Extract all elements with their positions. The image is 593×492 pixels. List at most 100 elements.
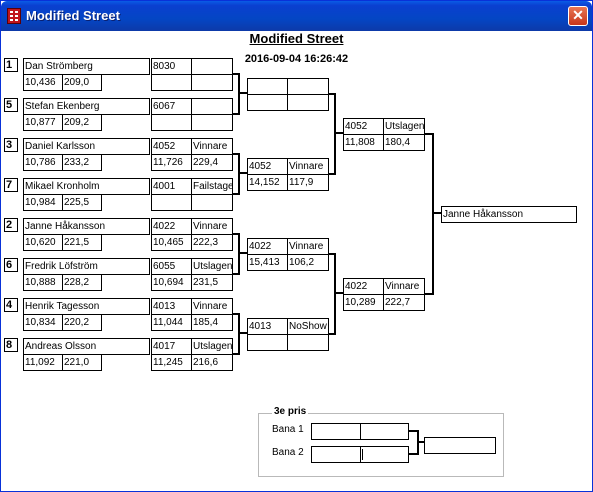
driver-reaction[interactable]: 10,834 <box>23 314 63 331</box>
elapsed-time[interactable] <box>247 94 288 111</box>
driver-speed[interactable]: 225,5 <box>62 194 102 211</box>
race-result[interactable] <box>191 98 233 115</box>
car-number[interactable]: 8030 <box>151 58 192 75</box>
top-speed[interactable]: 222,7 <box>383 294 425 311</box>
elapsed-time[interactable] <box>151 194 192 211</box>
bracket-line <box>329 333 336 335</box>
bracket-line <box>233 233 240 235</box>
top-speed[interactable] <box>287 94 329 111</box>
lane1-result-field[interactable] <box>360 423 409 440</box>
elapsed-time[interactable]: 10,694 <box>151 274 192 291</box>
race-result[interactable]: Utslagen <box>191 338 233 355</box>
title-bar[interactable]: Modified Street ✕ <box>1 1 592 31</box>
top-speed[interactable]: 222,3 <box>191 234 233 251</box>
driver-speed[interactable]: 228,2 <box>62 274 102 291</box>
close-button[interactable]: ✕ <box>568 6 588 26</box>
elapsed-time[interactable]: 14,152 <box>247 174 288 191</box>
car-number[interactable]: 4052 <box>151 138 192 155</box>
top-speed[interactable]: 231,5 <box>191 274 233 291</box>
seed-number: 5 <box>4 98 18 112</box>
car-number[interactable]: 4013 <box>247 318 288 335</box>
driver-reaction[interactable]: 11,092 <box>23 354 63 371</box>
elapsed-time[interactable]: 10,465 <box>151 234 192 251</box>
driver-name[interactable]: Daniel Karlsson <box>23 138 150 155</box>
top-speed[interactable] <box>287 334 329 351</box>
driver-speed[interactable]: 209,0 <box>62 74 102 91</box>
car-number[interactable]: 6055 <box>151 258 192 275</box>
car-number[interactable]: 4022 <box>247 238 288 255</box>
race-result[interactable]: Utslagen <box>191 258 233 275</box>
driver-reaction[interactable]: 10,877 <box>23 114 63 131</box>
elapsed-time[interactable]: 11,808 <box>343 134 384 151</box>
top-speed[interactable]: 216,6 <box>191 354 233 371</box>
lane2-car-field[interactable] <box>311 446 361 463</box>
car-number[interactable]: 4001 <box>151 178 192 195</box>
elapsed-time[interactable] <box>151 114 192 131</box>
driver-reaction[interactable]: 10,786 <box>23 154 63 171</box>
race-result[interactable]: Vinnare <box>383 278 425 295</box>
driver-speed[interactable]: 233,2 <box>62 154 102 171</box>
driver-reaction[interactable]: 10,436 <box>23 74 63 91</box>
bracket-line <box>409 430 419 432</box>
winner-name[interactable]: Janne Håkansson <box>441 206 577 223</box>
race-result[interactable]: Vinnare <box>191 218 233 235</box>
event-date: 2016-09-04 16:26:42 <box>244 53 349 65</box>
elapsed-time[interactable] <box>247 334 288 351</box>
bracket-line <box>233 153 240 155</box>
driver-reaction[interactable]: 10,888 <box>23 274 63 291</box>
car-number[interactable]: 4022 <box>151 218 192 235</box>
driver-name[interactable]: Andreas Olsson <box>23 338 150 355</box>
driver-name[interactable]: Henrik Tagesson <box>23 298 150 315</box>
race-result[interactable] <box>287 78 329 95</box>
race-result[interactable]: Failstage <box>191 178 233 195</box>
top-speed[interactable] <box>191 74 233 91</box>
car-number[interactable]: 4013 <box>151 298 192 315</box>
seed-number: 1 <box>4 58 18 72</box>
third-place-winner-field[interactable] <box>424 437 496 454</box>
race-result[interactable]: Vinnare <box>191 138 233 155</box>
elapsed-time[interactable]: 11,044 <box>151 314 192 331</box>
elapsed-time[interactable]: 11,245 <box>151 354 192 371</box>
seed-number: 6 <box>4 258 18 272</box>
race-result[interactable]: Vinnare <box>191 298 233 315</box>
driver-name[interactable]: Dan Strömberg <box>23 58 150 75</box>
driver-name[interactable]: Mikael Kronholm <box>23 178 150 195</box>
driver-speed[interactable]: 221,5 <box>62 234 102 251</box>
car-number[interactable]: 4022 <box>343 278 384 295</box>
race-result[interactable]: Vinnare <box>287 158 329 175</box>
elapsed-time[interactable]: 15,413 <box>247 254 288 271</box>
top-speed[interactable]: 229,4 <box>191 154 233 171</box>
driver-reaction[interactable]: 10,984 <box>23 194 63 211</box>
lane1-car-field[interactable] <box>311 423 361 440</box>
window-title: Modified Street <box>26 8 120 23</box>
car-number[interactable]: 4017 <box>151 338 192 355</box>
top-speed[interactable]: 185,4 <box>191 314 233 331</box>
top-speed[interactable]: 180,4 <box>383 134 425 151</box>
race-result[interactable]: NoShow <box>287 318 329 335</box>
top-speed[interactable] <box>191 194 233 211</box>
race-result[interactable] <box>191 58 233 75</box>
lane2-label: Bana 2 <box>272 447 304 458</box>
elapsed-time[interactable]: 10,289 <box>343 294 384 311</box>
driver-speed[interactable]: 221,0 <box>62 354 102 371</box>
driver-name[interactable]: Fredrik Löfström <box>23 258 150 275</box>
car-number[interactable]: 4052 <box>343 118 384 135</box>
race-result[interactable]: Utslagen <box>383 118 425 135</box>
top-speed[interactable]: 106,2 <box>287 254 329 271</box>
top-speed[interactable] <box>191 114 233 131</box>
film-strip-icon <box>7 8 21 24</box>
car-number[interactable] <box>247 78 288 95</box>
car-number[interactable]: 6067 <box>151 98 192 115</box>
elapsed-time[interactable]: 11,726 <box>151 154 192 171</box>
driver-speed[interactable]: 220,2 <box>62 314 102 331</box>
elapsed-time[interactable] <box>151 74 192 91</box>
driver-name[interactable]: Janne Håkansson <box>23 218 150 235</box>
car-number[interactable]: 4052 <box>247 158 288 175</box>
top-speed[interactable]: 117,9 <box>287 174 329 191</box>
bracket-line <box>238 73 240 115</box>
lane2-result-field[interactable] <box>360 446 409 463</box>
driver-name[interactable]: Stefan Ekenberg <box>23 98 150 115</box>
driver-speed[interactable]: 209,2 <box>62 114 102 131</box>
driver-reaction[interactable]: 10,620 <box>23 234 63 251</box>
race-result[interactable]: Vinnare <box>287 238 329 255</box>
